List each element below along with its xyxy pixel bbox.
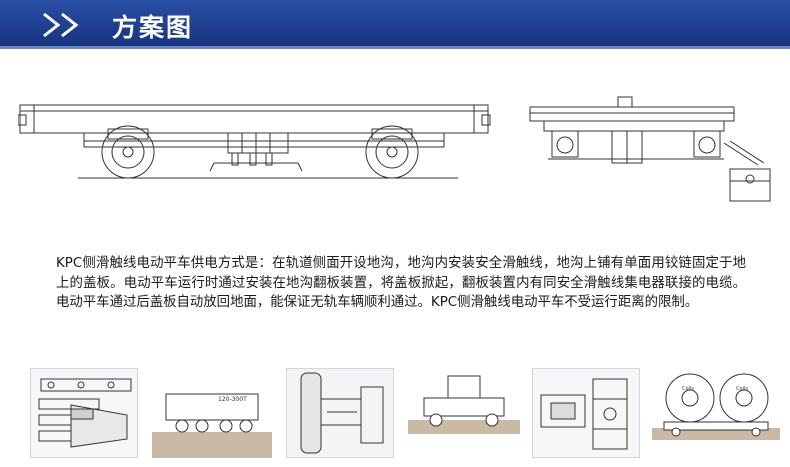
thumbnail-flat-cart: 120-300T xyxy=(152,368,272,458)
coils-label-right: Coils xyxy=(736,386,748,392)
thumbnail-coils-cart: Coils Coils xyxy=(652,368,780,458)
double-chevron-right-icon xyxy=(43,12,79,38)
thumbnail-cart-with-load xyxy=(408,368,520,458)
cart-label: 120-300T xyxy=(218,396,247,403)
thumbnail-mechanism xyxy=(532,368,640,458)
coils-label-left: Coils xyxy=(682,386,694,392)
thumbnail-connectors xyxy=(30,368,138,458)
thumbnail-cylinder-device xyxy=(286,368,394,458)
header-bar: 方案图 xyxy=(0,0,790,49)
description-paragraph: KPC侧滑触线电动平车供电方式是：在轨道侧面开设地沟，地沟内安装安全滑触线，地沟… xyxy=(56,256,746,311)
main-technical-drawing xyxy=(18,96,771,202)
page-title: 方案图 xyxy=(112,13,194,42)
